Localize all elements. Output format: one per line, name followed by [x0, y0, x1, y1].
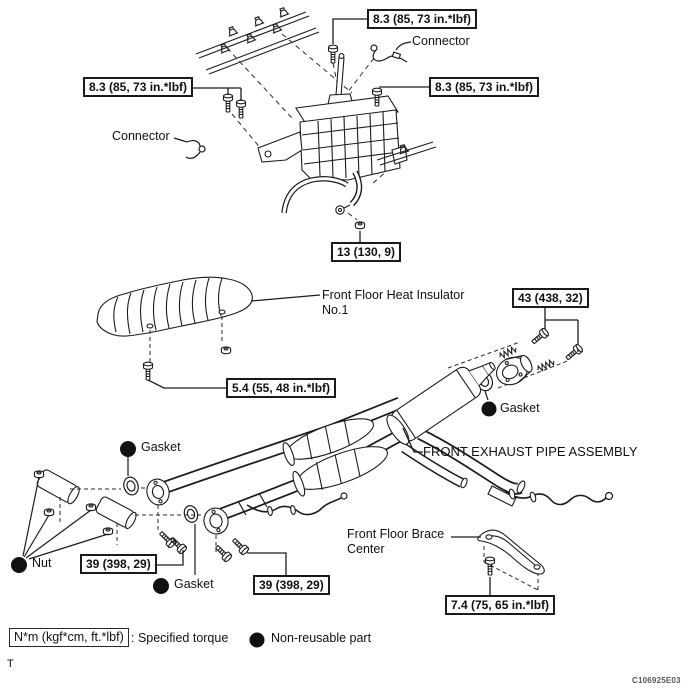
heat-insulator-label-line2: No.1 — [322, 303, 349, 317]
tailpipe-flange — [496, 354, 533, 386]
hanger-wire-lower — [246, 492, 348, 516]
shift-cable — [335, 170, 363, 215]
floor-brace — [477, 529, 545, 575]
legend-torque-box: N*m (kgf*cm, ft.*lbf) — [9, 628, 129, 647]
figure-code: C106925E03 — [632, 676, 681, 685]
torque-callout-front-flange-right: 39 (398, 29) — [253, 575, 330, 595]
flange-39-leaders — [144, 550, 287, 575]
pipe-open-ends — [460, 477, 526, 494]
brace-dashed — [483, 546, 539, 591]
front-flange-upper — [146, 478, 170, 506]
gasket-upper-leader — [484, 390, 489, 401]
legend-dot-icon — [249, 632, 265, 648]
brace-bolt-icon — [484, 556, 496, 576]
heat-insulator-label: Front Floor Heat Insulator No.1 — [322, 288, 464, 318]
torque-callout-shift-nut: 13 (130, 9) — [331, 242, 402, 262]
pipe-bands — [237, 492, 268, 516]
gasket-upper-dot-icon — [481, 401, 497, 417]
connector-left-icon — [173, 137, 206, 159]
gasket-upper-label: Gasket — [500, 401, 540, 415]
catalytic-converter-upper — [282, 418, 375, 466]
flange-43-dashed — [447, 341, 571, 389]
side-rail — [376, 141, 437, 166]
floor-brace-label-line1: Front Floor Brace — [347, 527, 445, 541]
nut-leader-lines — [22, 476, 109, 560]
connector-top-icon — [370, 41, 412, 63]
connector-left-label: Connector — [112, 129, 170, 143]
center-muffler — [386, 361, 496, 445]
gasket-left-label: Gasket — [141, 440, 181, 454]
body-rails — [195, 11, 320, 75]
torque-callout-shift-left: 8.3 (85, 73 in.*lbf) — [83, 77, 194, 97]
gasket-left-dot-icon — [120, 441, 136, 457]
hanger-bracket-right — [487, 485, 537, 507]
torque-callout-insulator: 5.4 (55, 48 in.*lbf) — [226, 378, 337, 398]
front-exhaust-assembly-label: FRONT EXHAUST PIPE ASSEMBLY — [423, 444, 638, 459]
torque-callout-shift-right: 8.3 (85, 73 in.*lbf) — [429, 77, 540, 97]
insulator-dashed — [149, 316, 223, 362]
heat-insulator — [96, 276, 253, 337]
gasket-lower-dot-icon — [153, 578, 169, 594]
stub-pipe-2 — [95, 496, 137, 530]
torque-callout-shift-top: 8.3 (85, 73 in.*lbf) — [367, 9, 478, 29]
nut-dot-icon — [11, 557, 27, 573]
front-flange-bolt-icons — [157, 529, 251, 564]
shift-lever-assembly — [257, 53, 408, 181]
connector-top-label: Connector — [412, 34, 470, 48]
heat-insulator-label-line1: Front Floor Heat Insulator — [322, 288, 465, 302]
legend-nonreusable-desc: Non-reusable part — [271, 631, 372, 645]
torque-callout-front-flange-left: 39 (398, 29) — [80, 554, 157, 574]
floor-brace-label-line2: Center — [347, 542, 385, 556]
non-reusable-dot-icons — [11, 401, 497, 648]
flange-43-leaders — [544, 308, 579, 352]
floor-brace-label: Front Floor Brace Center — [347, 527, 444, 557]
legend-torque-desc: : Specified torque — [131, 631, 229, 645]
nut-label: Nut — [32, 556, 52, 570]
insulator-leaders — [147, 294, 321, 389]
gasket-ring-left — [123, 476, 139, 496]
dashed-guides-bottom — [59, 487, 217, 552]
gasket-ring-lower — [183, 505, 199, 523]
insulator-fasteners — [142, 346, 232, 381]
gasket-lower-label: Gasket — [174, 577, 214, 591]
torque-callout-tailpipe-flange: 43 (438, 32) — [512, 288, 589, 308]
brace-leaders — [451, 536, 491, 595]
front-flange-lower — [203, 507, 229, 535]
gasket-leader-lines — [127, 457, 196, 575]
torque-callout-brace: 7.4 (75, 65 in.*lbf) — [445, 595, 556, 615]
catalytic-converter-lower — [292, 446, 388, 497]
front-exhaust-leader — [402, 427, 423, 453]
shift-control-rod — [281, 176, 349, 214]
page-marker: T — [7, 658, 14, 670]
